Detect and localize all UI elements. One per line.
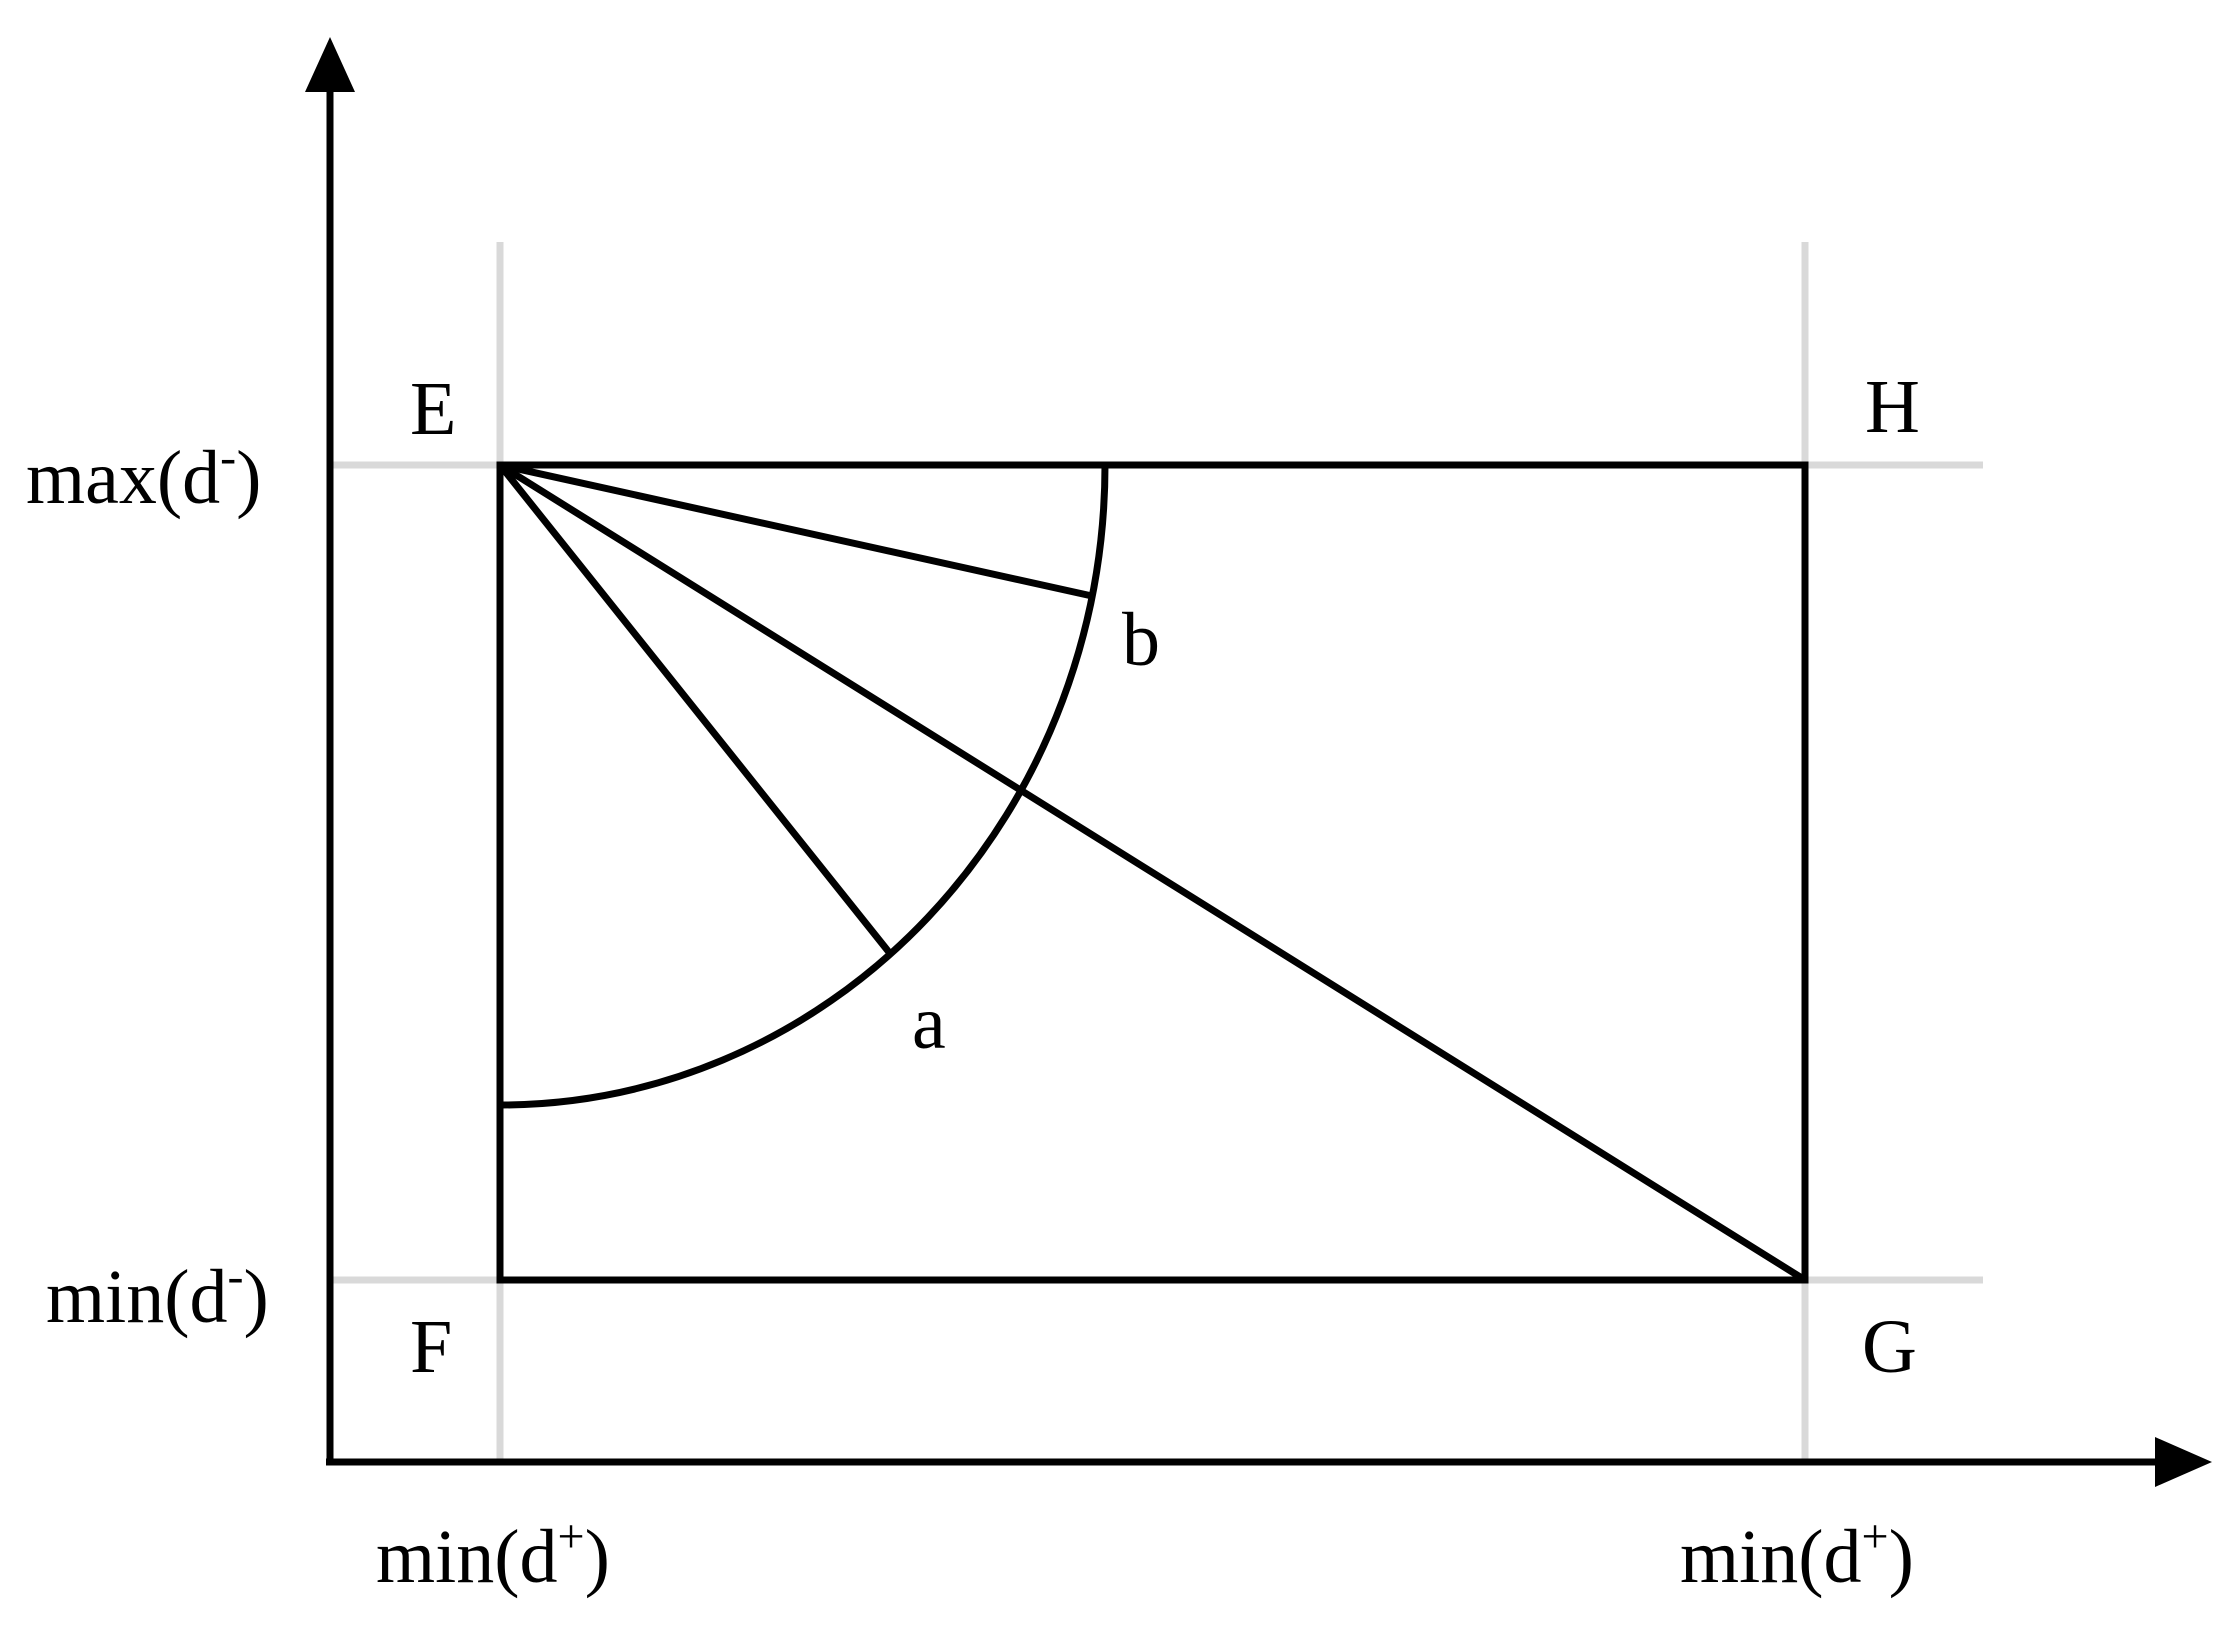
radial-lines <box>496 461 1809 1284</box>
x-axis-arrowhead <box>2155 1437 2212 1487</box>
corner-label-g: G <box>1862 1305 1917 1389</box>
line-e-to-g <box>496 461 1809 1284</box>
corner-label-h: H <box>1865 365 1920 449</box>
y-axis-label-max: max(d-) <box>26 431 261 520</box>
line-e-to-a <box>496 461 892 955</box>
arc-label-b: b <box>1122 598 1160 682</box>
arc-label-a: a <box>912 981 946 1065</box>
x-axis-label-left: min(d+) <box>376 1510 610 1599</box>
corner-label-f: F <box>410 1305 452 1389</box>
arc-ab <box>499 464 1109 1109</box>
axes <box>326 85 2160 1466</box>
y-axis-label-min: min(d-) <box>46 1250 269 1339</box>
y-axis-arrowhead <box>305 37 355 92</box>
line-e-to-b <box>496 461 1096 600</box>
corner-label-e: E <box>410 367 456 451</box>
x-axis-label-right: min(d+) <box>1680 1510 1914 1599</box>
rectangle-efgh <box>496 461 1809 1284</box>
